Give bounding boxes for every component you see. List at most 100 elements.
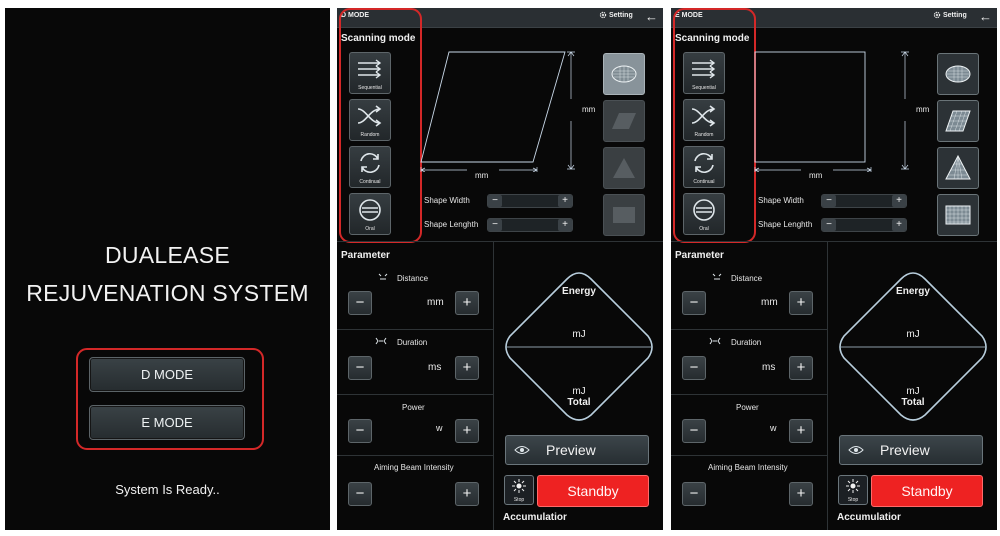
oral-button[interactable]: Oral [683, 193, 725, 235]
shape-width-slider[interactable]: − + [821, 194, 907, 208]
oral-button[interactable]: Oral [349, 193, 391, 235]
shape-length-slider[interactable]: − + [487, 218, 573, 232]
stop-label: Stop [513, 497, 525, 503]
shuffle-icon [691, 105, 716, 127]
aiming-minus-button[interactable]: − [682, 482, 706, 506]
energy-section: Energy mJ mJ Total Preview Stop Standby … [827, 242, 997, 530]
standby-button[interactable]: Standby [871, 475, 983, 507]
plus-icon[interactable]: + [892, 219, 906, 231]
eye-icon [848, 446, 864, 454]
shape-ellipse-button[interactable] [937, 53, 979, 95]
gear-icon [599, 11, 607, 19]
shape-length-label: Shape Lenghth [424, 220, 479, 229]
continual-label: Continual [693, 179, 715, 185]
preview-button[interactable]: Preview [505, 435, 649, 465]
duration-plus-button[interactable]: + [455, 356, 479, 380]
shape-triangle-button[interactable] [937, 147, 979, 189]
power-minus-button[interactable]: − [348, 419, 372, 443]
setting-button[interactable]: Setting [599, 11, 633, 19]
power-unit: w [436, 423, 443, 433]
plus-icon[interactable]: + [892, 195, 906, 207]
power-plus-button[interactable]: + [789, 419, 813, 443]
shape-width-slider[interactable]: − + [487, 194, 573, 208]
random-button[interactable]: Random [683, 99, 725, 141]
laser-stop-icon [846, 479, 860, 493]
divider [671, 394, 827, 395]
shape-parallelogram-button[interactable] [603, 100, 645, 142]
duration-minus-button[interactable]: − [682, 356, 706, 380]
height-unit: mm [582, 105, 596, 114]
back-arrow-icon[interactable]: ← [645, 9, 658, 24]
total-unit: mJ [572, 386, 586, 397]
shape-rectangle-button[interactable] [937, 194, 979, 236]
duration-label: Duration [397, 338, 428, 347]
distance-plus-button[interactable]: + [455, 291, 479, 315]
top-bar: E MODE Setting ← [671, 8, 997, 28]
shape-rectangle-button[interactable] [603, 194, 645, 236]
d-mode-button[interactable]: D MODE [89, 357, 245, 392]
accumulation-label: Accumulatior [503, 512, 567, 523]
shape-ellipse-button[interactable] [603, 53, 645, 95]
top-bar: D MODE Setting ← [337, 8, 663, 28]
minus-icon[interactable]: − [822, 195, 836, 207]
accumulation-label: Accumulatior [837, 512, 901, 523]
preview-button[interactable]: Preview [839, 435, 983, 465]
width-unit: mm [475, 171, 489, 180]
energy-section: Energy mJ mJ Total Preview Stop Standby … [493, 242, 663, 530]
aiming-plus-button[interactable]: + [789, 482, 813, 506]
scanning-mode-title: Scanning mode [675, 33, 750, 44]
distance-minus-button[interactable]: − [682, 291, 706, 315]
back-arrow-icon[interactable]: ← [979, 9, 992, 24]
ellipse-grid-icon [945, 65, 971, 83]
mode-label: D MODE [341, 12, 369, 19]
title-line-2: REJUVENATION SYSTEM [26, 280, 309, 306]
oral-label: Oral [699, 226, 709, 232]
oral-icon [693, 199, 715, 221]
distance-plus-button[interactable]: + [789, 291, 813, 315]
plus-icon[interactable]: + [558, 219, 572, 231]
power-plus-button[interactable]: + [455, 419, 479, 443]
minus-icon[interactable]: − [488, 219, 502, 231]
duration-plus-button[interactable]: + [789, 356, 813, 380]
rectangle-icon [613, 207, 635, 223]
shape-length-label: Shape Lenghth [758, 220, 813, 229]
power-unit: w [770, 423, 777, 433]
e-mode-button[interactable]: E MODE [89, 405, 245, 440]
stop-button[interactable]: Stop [838, 475, 868, 505]
sequential-button[interactable]: Sequential [683, 52, 725, 94]
shape-length-slider[interactable]: − + [821, 218, 907, 232]
minus-icon[interactable]: − [822, 219, 836, 231]
divider [337, 394, 493, 395]
power-label: Power [736, 403, 759, 412]
d-mode-screen: D MODE Setting ← Scanning mode Sequentia… [337, 8, 663, 530]
duration-minus-button[interactable]: − [348, 356, 372, 380]
energy-unit: mJ [906, 329, 920, 340]
refresh-icon [360, 153, 380, 173]
preview-label: Preview [880, 442, 930, 458]
random-label: Random [694, 132, 714, 138]
energy-label: Energy [896, 286, 930, 297]
standby-button[interactable]: Standby [537, 475, 649, 507]
power-minus-button[interactable]: − [682, 419, 706, 443]
random-button[interactable]: Random [349, 99, 391, 141]
aiming-plus-button[interactable]: + [455, 482, 479, 506]
distance-minus-button[interactable]: − [348, 291, 372, 315]
energy-diamond [839, 272, 987, 421]
setting-button[interactable]: Setting [933, 11, 967, 19]
shape-parallelogram-button[interactable] [937, 100, 979, 142]
minus-icon[interactable]: − [488, 195, 502, 207]
vertical-dimension [901, 51, 909, 170]
total-label: Total [567, 397, 591, 408]
sequential-button[interactable]: Sequential [349, 52, 391, 94]
plus-icon[interactable]: + [558, 195, 572, 207]
shape-triangle-button[interactable] [603, 147, 645, 189]
continual-button[interactable]: Continual [349, 146, 391, 188]
divider [493, 242, 494, 530]
stop-button[interactable]: Stop [504, 475, 534, 505]
divider [827, 242, 828, 530]
aiming-minus-button[interactable]: − [348, 482, 372, 506]
divider [337, 329, 493, 330]
parallelogram-icon [612, 113, 636, 129]
parallelogram-grid-icon [945, 110, 971, 132]
continual-button[interactable]: Continual [683, 146, 725, 188]
